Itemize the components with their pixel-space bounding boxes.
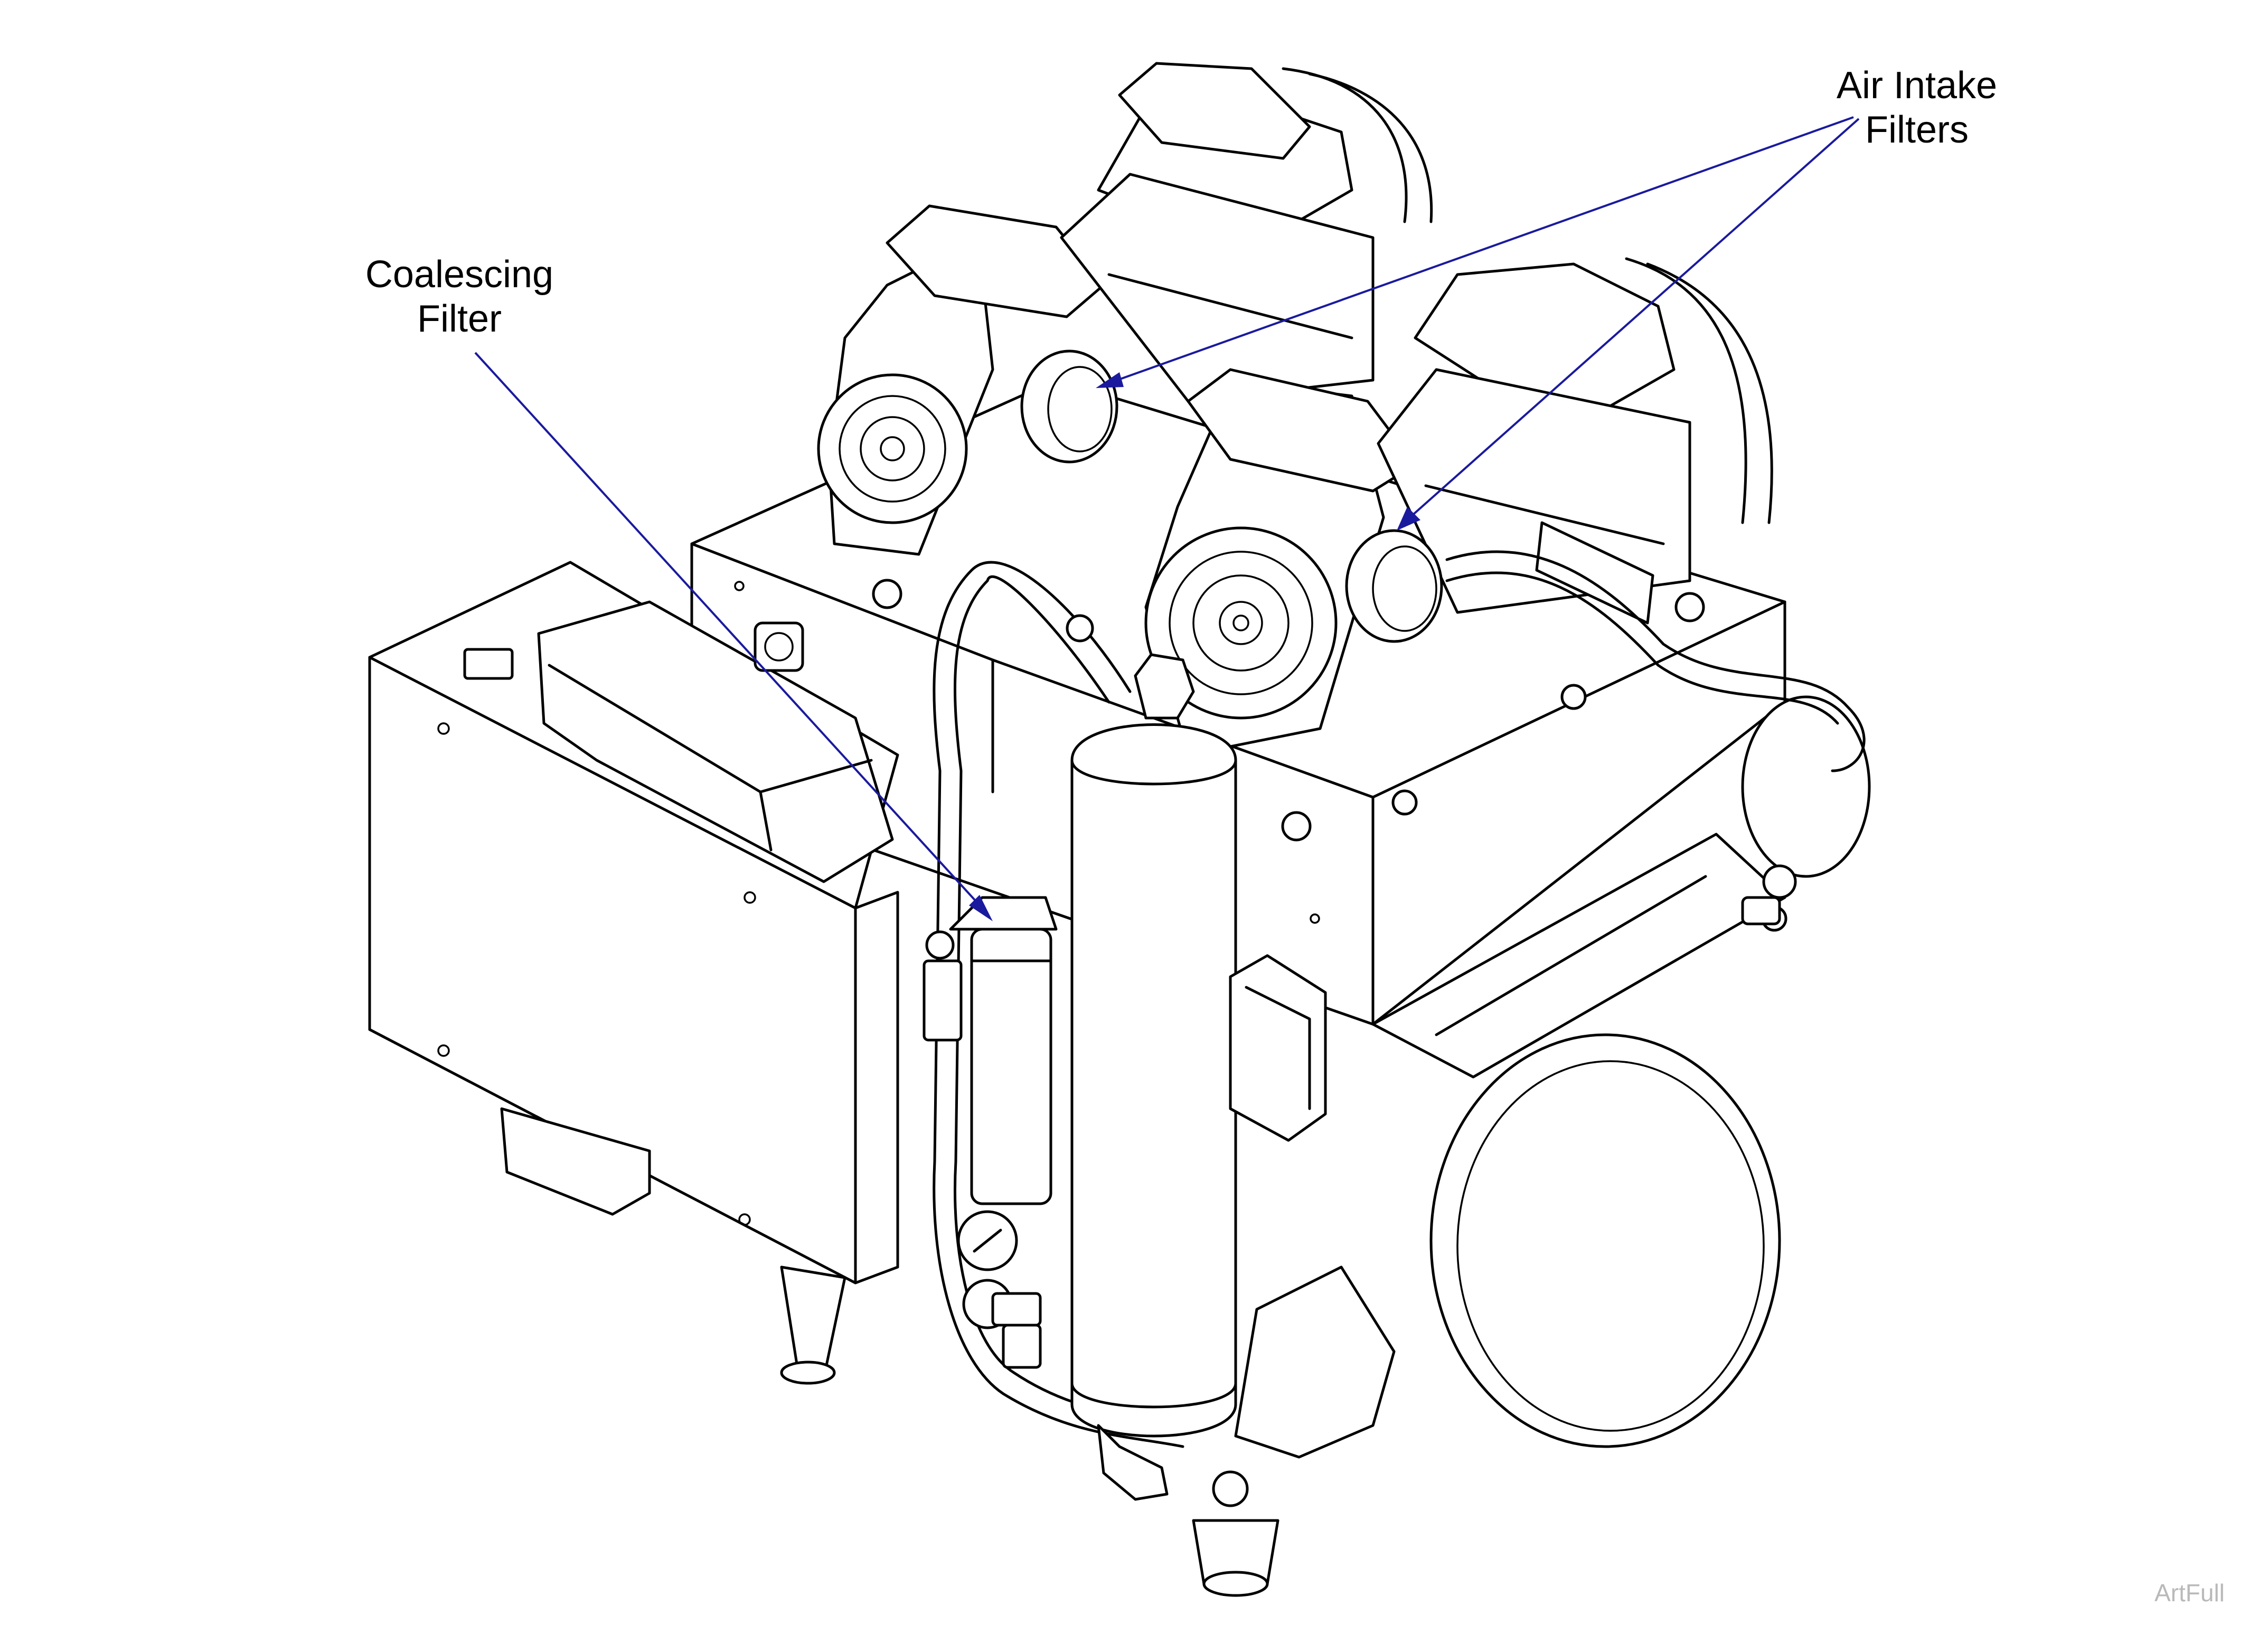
air-intake-filters-callout: Air Intake Filters <box>1795 63 2038 152</box>
power-switch-icon <box>463 648 514 680</box>
air-intake-filters-label-line1: Air Intake <box>1836 64 1998 107</box>
air-hose-right <box>1445 550 1866 772</box>
electrical-connector-icon <box>754 621 804 672</box>
leader-coalescing-filter <box>474 352 993 921</box>
air-intake-filter-front <box>1345 529 1443 643</box>
front-pump-head <box>1144 257 1773 757</box>
air-intake-filter-rear <box>1020 350 1118 464</box>
leader-air-intake-rear <box>1096 116 1854 388</box>
electrical-control-box <box>368 561 899 1385</box>
motor-housing <box>1371 833 1786 1448</box>
air-intake-filters-label-line2: Filters <box>1865 109 1969 151</box>
artfull-watermark: ArtFull <box>2154 1579 2225 1607</box>
coalescing-filter-label-line1: Coalescing <box>365 253 554 296</box>
rear-pump-head <box>817 62 1433 556</box>
vertical-air-tank <box>1070 653 1237 1501</box>
coalescing-filter-body <box>923 896 1058 1369</box>
coalescing-filter-label-line2: Filter <box>417 298 502 340</box>
leader-air-intake-front <box>1397 118 1860 531</box>
coalescing-filter-callout: Coalescing Filter <box>322 252 597 341</box>
drain-valve-assembly <box>1741 695 1871 932</box>
